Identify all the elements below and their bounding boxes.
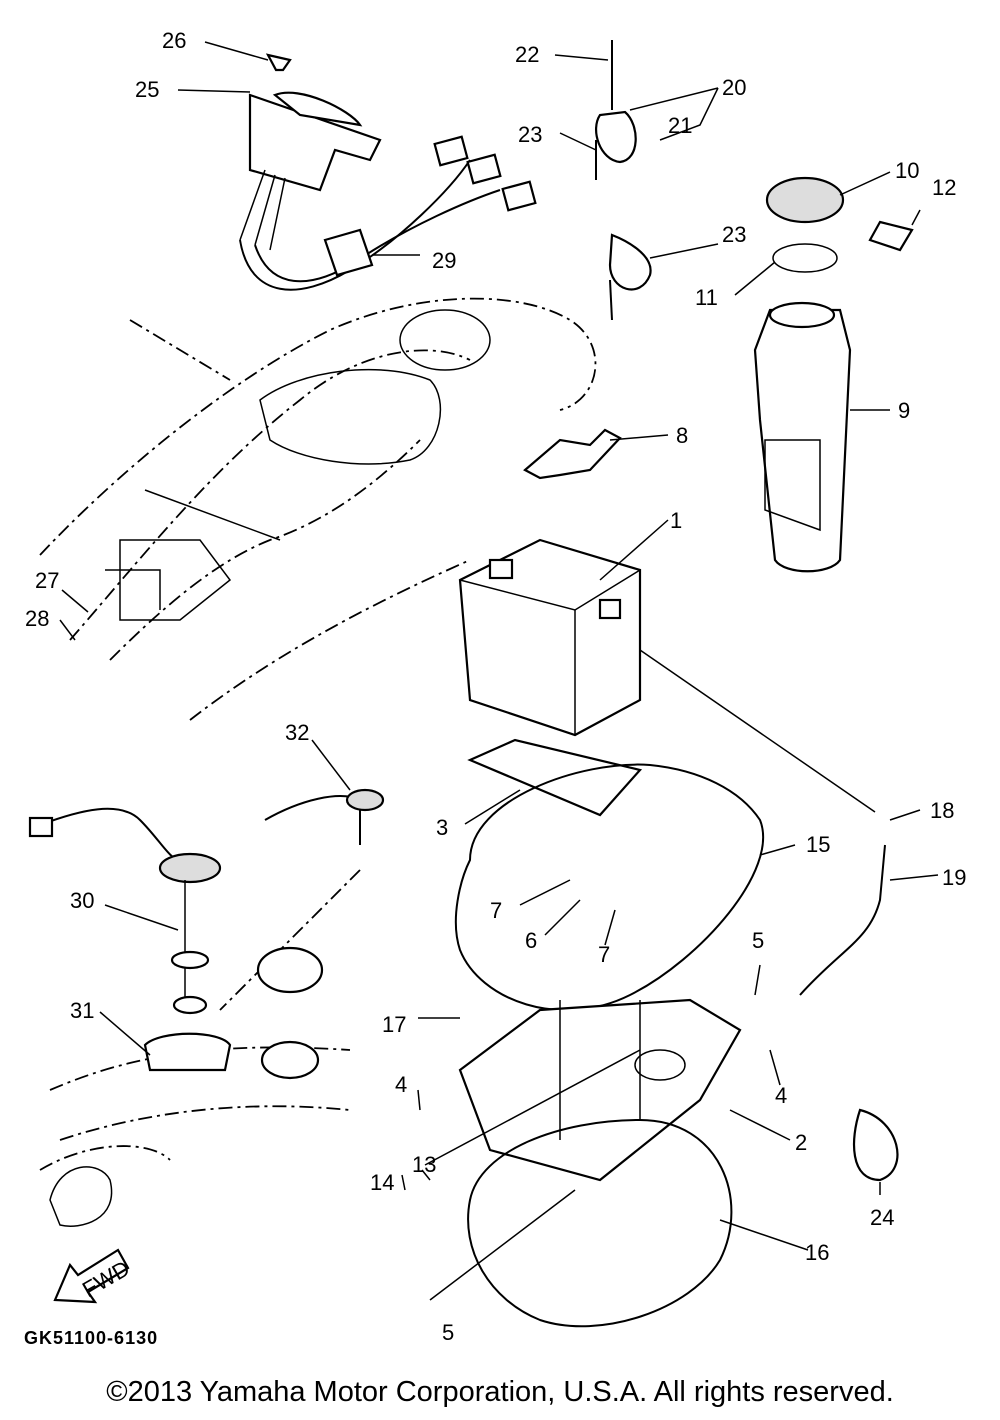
- part-2-battery-box: [458, 998, 742, 1182]
- callout-30: 30: [70, 888, 94, 913]
- callout-23a: 23: [518, 122, 542, 147]
- callout-16: 16: [805, 1240, 829, 1265]
- callout-10: 10: [895, 158, 919, 183]
- part-1-battery: [458, 538, 642, 737]
- callout-13: 13: [412, 1152, 436, 1177]
- callout-27: 27: [35, 568, 59, 593]
- part-25-switch-housing: [239, 53, 382, 251]
- fwd-arrow-icon: FWD: [53, 1248, 134, 1304]
- part-24-strap: [852, 1108, 899, 1182]
- callout-2: 2: [795, 1130, 807, 1155]
- callout-labels: 1 2 3 4 4 5 5 6 7 7 8 9 10 11 12 13 14 1…: [25, 28, 966, 1345]
- callout-15: 15: [806, 832, 830, 857]
- callout-20: 20: [722, 75, 746, 100]
- part-15-gasket: [454, 763, 765, 1011]
- part-9-filler-neck: [753, 176, 914, 573]
- part-16-gasket-lower: [467, 1118, 733, 1328]
- callout-9: 9: [898, 398, 910, 423]
- callout-7b: 7: [598, 942, 610, 967]
- callout-25: 25: [135, 77, 159, 102]
- part-20-23-clamps: [595, 40, 652, 321]
- callout-12: 12: [932, 175, 956, 200]
- callout-28: 28: [25, 606, 49, 631]
- callout-21: 21: [668, 113, 692, 138]
- callout-8: 8: [676, 423, 688, 448]
- callout-4a: 4: [395, 1072, 407, 1097]
- callout-31: 31: [70, 998, 94, 1023]
- callout-17: 17: [382, 1012, 406, 1037]
- copyright-notice: ©2013 Yamaha Motor Corporation, U.S.A. A…: [106, 1376, 894, 1408]
- part-19-vent-hose: [799, 844, 886, 996]
- part-3-battery-pad: [467, 738, 643, 817]
- callout-11: 11: [695, 285, 718, 310]
- callout-22: 22: [515, 42, 539, 67]
- callout-7a: 7: [490, 898, 502, 923]
- callout-6: 6: [525, 928, 537, 953]
- part-8-bracket: [523, 428, 622, 480]
- callout-24: 24: [870, 1205, 894, 1230]
- callout-14: 14: [370, 1170, 394, 1195]
- part-29-wire-harness: [239, 135, 537, 291]
- drawing-code: GK51100-6130: [24, 1328, 159, 1348]
- callout-4b: 4: [775, 1083, 787, 1108]
- part-30-fuel-sender: [28, 788, 385, 1227]
- callout-18: 18: [930, 798, 954, 823]
- callout-3: 3: [436, 815, 448, 840]
- callout-32: 32: [285, 720, 309, 745]
- callout-23b: 23: [722, 222, 746, 247]
- callout-26: 26: [162, 28, 186, 53]
- callout-1: 1: [670, 508, 682, 533]
- deck-outline: [39, 297, 597, 721]
- callout-5b: 5: [442, 1320, 454, 1345]
- leader-lines: [59, 41, 939, 1301]
- callout-19: 19: [942, 865, 966, 890]
- callout-29: 29: [432, 248, 456, 273]
- callout-5a: 5: [752, 928, 764, 953]
